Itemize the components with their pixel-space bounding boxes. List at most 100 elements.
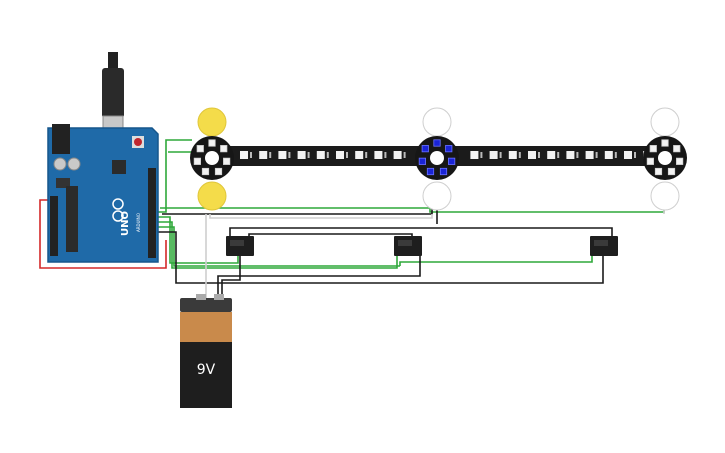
ring-pixel (214, 167, 223, 176)
wire-green-relay1[interactable] (158, 216, 239, 264)
wire-green-strip-data[interactable] (158, 139, 192, 213)
capacitor-2 (67, 157, 81, 171)
atmega-chip (66, 186, 78, 252)
strip-led (336, 151, 344, 159)
battery-9v[interactable]: 9V (180, 294, 232, 408)
arduino-brand-label: ARDUINO (136, 213, 141, 232)
ring-center-hole (430, 151, 444, 165)
ring-pixel (223, 157, 231, 165)
reset-button-cap (134, 138, 142, 146)
relay-2-label (398, 240, 412, 246)
bulb-right[interactable] (650, 107, 680, 211)
strip-led (374, 151, 383, 159)
strip-resistor (538, 152, 540, 158)
strip-resistor (269, 152, 272, 158)
strip-led (604, 151, 613, 159)
neopixel-ring-right[interactable] (643, 136, 687, 180)
strip-resistor (614, 152, 617, 158)
strip-led (259, 151, 268, 159)
ring-pixel (208, 139, 216, 147)
wire-green-relay3[interactable] (158, 226, 593, 267)
wire-black-long[interactable] (221, 250, 241, 300)
arduino-uno[interactable]: UNO ARDUINO (47, 52, 159, 263)
strip-resistor (557, 152, 560, 158)
wire-black-relay-top[interactable] (229, 227, 613, 237)
strip-resistor (480, 152, 483, 158)
usb-chip (112, 160, 126, 174)
strip-led (624, 151, 632, 159)
relay-1[interactable] (226, 236, 254, 256)
ring-pixel (654, 167, 663, 176)
ring-pixel (661, 139, 669, 147)
strip-led (240, 151, 248, 159)
ring-pixel (196, 145, 204, 153)
battery-body (180, 342, 232, 408)
ring-center-hole (658, 151, 672, 165)
strip-resistor (595, 152, 598, 158)
ring-pixel (439, 167, 448, 176)
capacitor-1 (53, 157, 67, 171)
ring-pixel (220, 145, 228, 153)
strip-led (278, 151, 287, 159)
strip-resistor (346, 152, 348, 158)
wire-black-battery[interactable] (217, 252, 421, 300)
ring-pixel (448, 157, 456, 165)
regulator (56, 178, 70, 188)
strip-resistor (384, 152, 387, 158)
wire-black-relay-mid[interactable] (248, 233, 413, 246)
bulb-left-bottom-glass (197, 181, 227, 211)
strip-led (508, 151, 517, 159)
strip-led (585, 151, 594, 159)
strip-led (297, 151, 306, 159)
ring-pixel (426, 167, 435, 176)
arduino-model-label: UNO (120, 211, 131, 236)
wire-green-rings[interactable] (160, 190, 665, 213)
battery-terminal-pos (196, 294, 206, 300)
wire-black-gnd-1[interactable] (158, 231, 604, 284)
wire-red-power[interactable] (39, 199, 167, 269)
neopixel-ring-left[interactable] (190, 136, 234, 180)
ring-pixel (421, 145, 429, 153)
ring-pixel (201, 167, 210, 176)
ring-center-hole (205, 151, 219, 165)
bulb-right-top-glass (650, 107, 680, 137)
ring-pixel (445, 145, 453, 153)
bulb-right-bottom-glass (650, 181, 680, 211)
strip-led (470, 151, 479, 159)
strip-resistor (518, 152, 521, 158)
bulb-left[interactable] (197, 107, 227, 211)
strip-resistor (250, 152, 252, 158)
ring-pixel (646, 157, 654, 165)
ring-pixel (667, 167, 676, 176)
bulb-middle[interactable] (422, 107, 452, 211)
wire-green-relay2[interactable] (158, 221, 398, 269)
strip-led (355, 151, 364, 159)
strip-led (528, 151, 536, 159)
strip-led (489, 151, 498, 159)
relay-3[interactable] (590, 236, 618, 256)
strip-led (566, 151, 575, 159)
battery-terminal-neg (214, 294, 224, 300)
ring-pixel (649, 145, 657, 153)
strip-resistor (365, 152, 368, 158)
power-header (50, 196, 58, 256)
wire-white-bulb-left[interactable] (209, 214, 433, 219)
battery-cap (180, 298, 232, 312)
bulb-middle-top-glass (422, 107, 452, 137)
ring-pixel (433, 139, 441, 147)
strip-led (547, 151, 556, 159)
strip-resistor (499, 152, 502, 158)
ring-pixel (673, 145, 681, 153)
relay-2[interactable] (394, 236, 422, 256)
relay-1-label (230, 240, 244, 246)
usb-plug-boot (102, 68, 124, 118)
power-jack (52, 124, 70, 154)
strip-resistor (576, 152, 579, 158)
usb-cable (108, 52, 118, 72)
ring-pixel (418, 157, 426, 165)
digital-header (148, 168, 156, 258)
bulb-middle-bottom-glass (422, 181, 452, 211)
neopixel-ring-middle[interactable] (415, 136, 459, 180)
bulb-left-top-glass (197, 107, 227, 137)
